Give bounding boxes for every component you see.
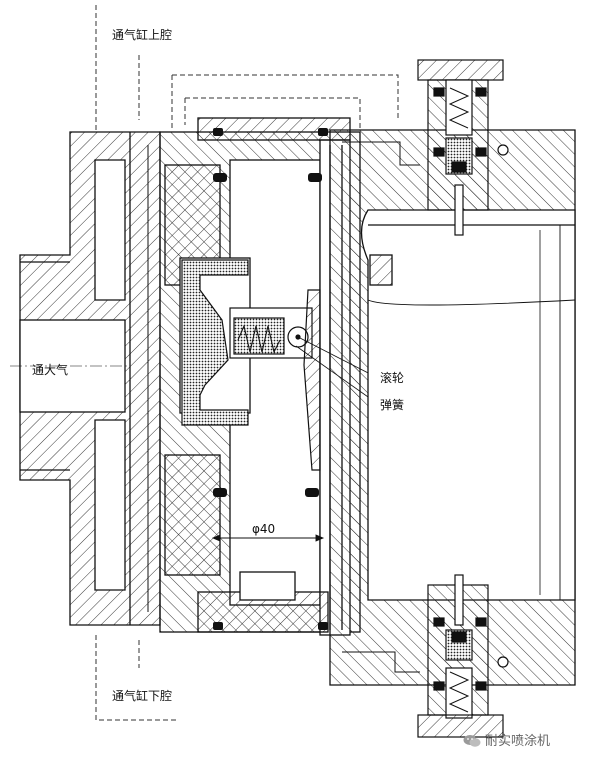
right-cylinder <box>329 129 576 686</box>
label-atmosphere: 通大气 <box>32 363 69 377</box>
seals <box>213 128 328 630</box>
label-upper-chamber: 通气缸上腔 <box>112 28 173 42</box>
label-dimension: φ40 <box>252 522 276 536</box>
wechat-icon <box>463 733 481 747</box>
bottom-valve <box>417 574 509 738</box>
watermark-text: 耐实喷涂机 <box>485 734 551 749</box>
spring-coil <box>237 324 281 354</box>
dimension-line <box>211 534 325 542</box>
dashed-air-lines <box>95 5 399 721</box>
label-roller: 滚轮 <box>380 371 405 385</box>
watermark: 耐实喷涂机 <box>463 730 550 749</box>
top-valve <box>417 59 509 236</box>
piston-diaphragm <box>181 259 249 426</box>
left-end-cap <box>19 131 161 626</box>
label-spring: 弹簧 <box>380 398 405 412</box>
label-lower-chamber: 通气缸下腔 <box>112 689 173 703</box>
